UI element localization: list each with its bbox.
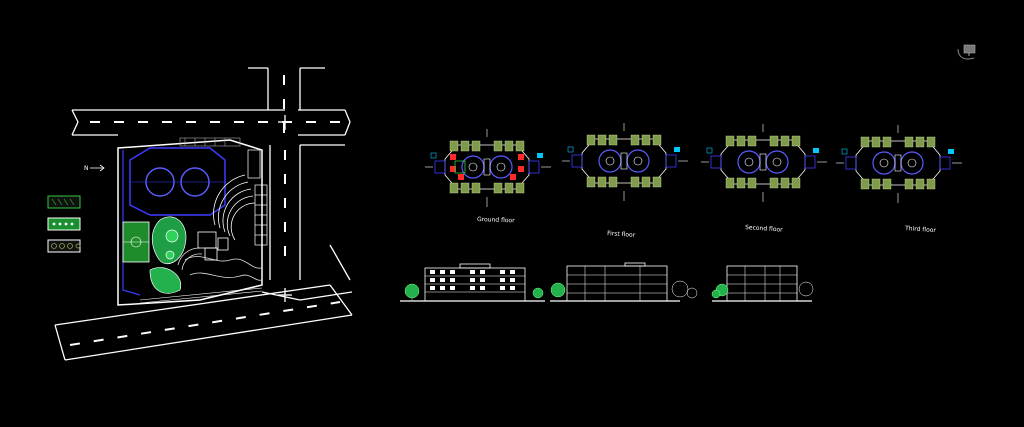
landscape-area: [149, 216, 187, 294]
site-boundary: [117, 139, 263, 306]
trees: [404, 280, 814, 301]
floor-label-first: First floor: [607, 230, 636, 239]
north-arrow: [90, 164, 105, 172]
amphitheater: [213, 174, 256, 241]
elevation-front: [400, 263, 545, 302]
legend: [47, 195, 81, 253]
elevation-side: [550, 262, 680, 302]
floor-plan-third: [836, 125, 962, 203]
legend-swatch-1: [47, 195, 81, 209]
main-building: [129, 147, 226, 216]
floor-label-ground: Ground floor: [477, 216, 515, 224]
north-label: N: [84, 165, 89, 172]
viewcube-nav-icon[interactable]: [955, 40, 981, 64]
curved-paths: [177, 247, 263, 281]
floor-plans: [425, 123, 962, 207]
site-plan: N: [54, 67, 353, 361]
floor-plan-ground: [425, 129, 551, 207]
sports-court: [122, 221, 150, 263]
legend-swatch-2: [47, 217, 81, 231]
floor-label-second: Second floor: [745, 224, 784, 234]
legend-swatch-3: [47, 239, 81, 253]
parking-right: [247, 149, 268, 246]
elevation-section: [712, 265, 812, 302]
floor-label-third: Third floor: [904, 225, 937, 234]
road-network: [54, 67, 353, 361]
floor-plan-second: [701, 124, 827, 202]
floor-plan-first: [562, 123, 688, 201]
road-centerlines: [69, 75, 345, 346]
